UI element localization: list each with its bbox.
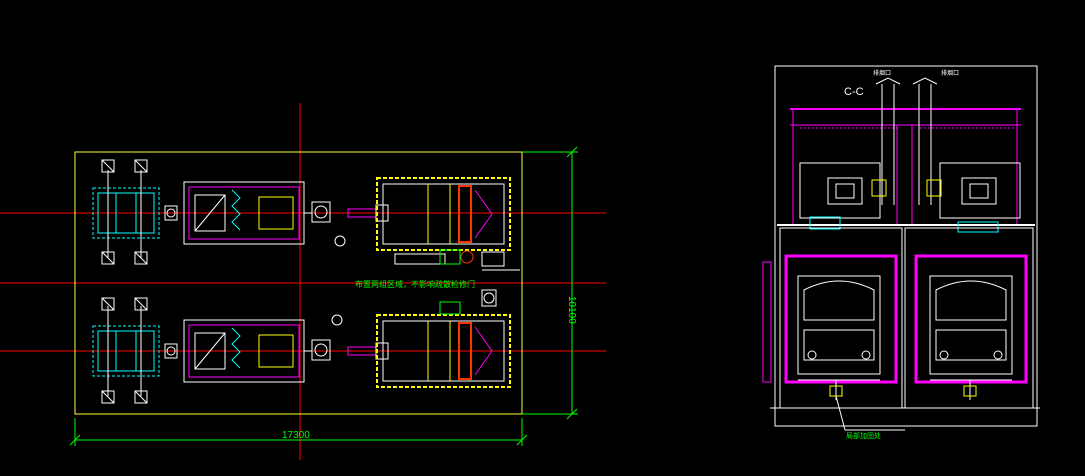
section-bottom-note: 局部加固处 bbox=[846, 431, 881, 440]
burner-units bbox=[827, 177, 997, 205]
bay-left bbox=[779, 227, 903, 409]
plan-note: 布置两组区域，不影响疏散检修门 bbox=[355, 279, 475, 289]
dimension-width-label: 17300 bbox=[282, 430, 310, 441]
section-label: C-C bbox=[844, 86, 864, 98]
vent-label-left: 排烟口 bbox=[873, 69, 891, 77]
roof-truss bbox=[790, 108, 1021, 225]
section-view bbox=[762, 65, 1040, 431]
bay-right bbox=[904, 227, 1034, 409]
vent-label-right: 排烟口 bbox=[941, 69, 959, 77]
axis-lines bbox=[0, 103, 606, 460]
smoke-stacks bbox=[871, 77, 942, 205]
dimension-height-label: 10100 bbox=[566, 296, 577, 324]
plan-view bbox=[0, 103, 606, 460]
dimension-lines bbox=[69, 146, 578, 446]
plan-outline bbox=[74, 151, 523, 415]
equipment-row-top bbox=[92, 159, 520, 271]
section-outline bbox=[774, 65, 1038, 427]
equipment-row-bottom bbox=[92, 289, 511, 404]
